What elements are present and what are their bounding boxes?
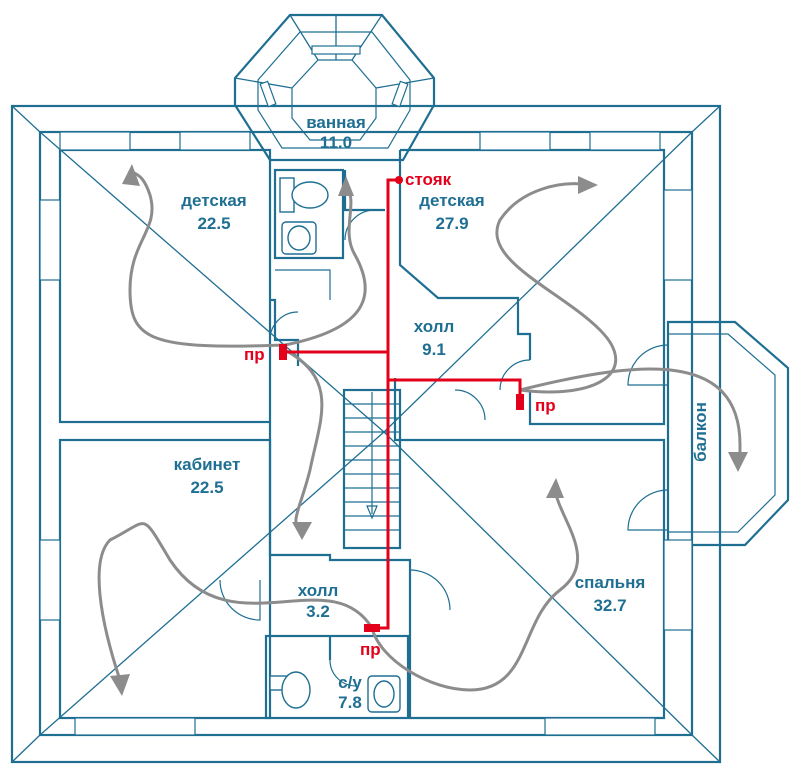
ventilation-system — [279, 176, 524, 632]
toilet-upper — [279, 177, 329, 213]
airflow-arrowhead — [338, 176, 354, 196]
room-name: кабинет — [174, 455, 241, 474]
room-name: детская — [419, 191, 484, 210]
airflow-arrowhead — [110, 674, 130, 696]
room-area: 11.0 — [320, 133, 352, 152]
room-name: ванная — [306, 113, 366, 132]
interior-walls — [39, 131, 693, 736]
airflow-path — [370, 488, 580, 692]
inlet-label: пр — [535, 396, 556, 415]
room-name: холл — [414, 317, 455, 336]
bay-window — [233, 13, 436, 162]
room-name: холл — [298, 581, 339, 600]
ventilation-labels: стояк пр пр пр — [244, 170, 556, 659]
sink-upper — [281, 221, 317, 255]
inlet-left — [279, 344, 287, 360]
airflow-arrowhead — [122, 164, 140, 186]
staircase — [342, 388, 402, 550]
room-area: 3.2 — [306, 602, 330, 621]
airflow-arrows — [97, 164, 748, 696]
room-area: 22.5 — [190, 478, 223, 497]
airflow-arrowhead — [728, 452, 748, 472]
room-area: 22.5 — [197, 214, 230, 233]
room-area: 9.1 — [422, 340, 446, 359]
balcony-label: балкон — [691, 402, 710, 462]
room-area: 32.7 — [593, 596, 626, 615]
sink-lower — [367, 675, 401, 713]
airflow-path — [495, 182, 618, 394]
airflow-path — [97, 522, 374, 682]
room-area: 7.8 — [338, 693, 362, 712]
room-name: детская — [181, 191, 246, 210]
riser-marker — [395, 176, 403, 184]
toilet-lower — [269, 671, 311, 709]
airflow-path — [283, 183, 367, 347]
airflow-arrowhead — [578, 176, 598, 194]
roof-outline — [10, 104, 722, 764]
inlet-right — [516, 394, 524, 410]
riser-label: стояк — [405, 170, 452, 189]
airflow-arrowhead — [546, 478, 564, 498]
airflow-path — [128, 170, 287, 348]
room-name: спальня — [575, 573, 646, 592]
airflow-path — [283, 348, 324, 534]
room-area: 27.9 — [435, 214, 468, 233]
airflow-arrowhead — [292, 522, 312, 540]
duct-right — [388, 378, 522, 400]
room-name: с/у — [338, 673, 362, 692]
inlet-label: пр — [360, 640, 381, 659]
inlet-label: пр — [244, 345, 265, 364]
inlet-bottom — [364, 624, 380, 632]
room-labels: ванная 11.0 детская 22.5 детская 27.9 хо… — [174, 113, 710, 712]
